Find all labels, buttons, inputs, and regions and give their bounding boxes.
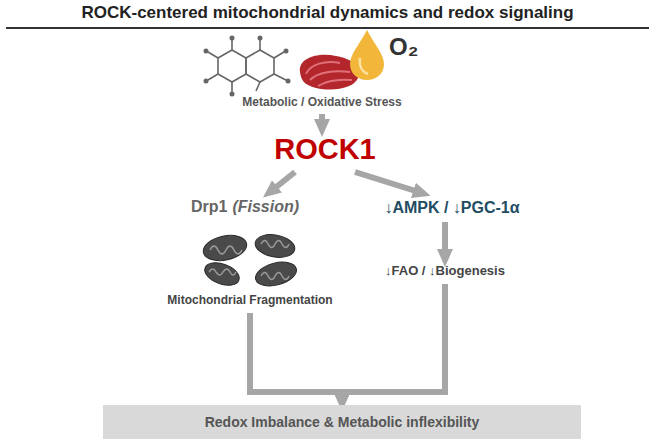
flow-arrow xyxy=(355,172,422,193)
title-rule xyxy=(6,27,649,29)
node-text: ROCK1 xyxy=(274,133,376,165)
node-text: ↓FAO / ↓Biogenesis xyxy=(385,263,505,278)
node-text: Mitochondrial Fragmentation xyxy=(167,293,332,307)
step-text: ROCK1 xyxy=(270,131,380,168)
node-text: Drp1 xyxy=(191,198,227,215)
step-text: ↓AMPK / ↓PGC-1α xyxy=(380,197,523,219)
flow-arrow xyxy=(250,313,342,402)
flow-arrow xyxy=(270,172,295,192)
flow-arrow xyxy=(342,284,445,402)
flow-arrow xyxy=(319,114,325,128)
outcome-box: Redox Imbalance & Metabolic inflexibilit… xyxy=(103,405,581,439)
oxygen-label: O₂ xyxy=(389,33,418,61)
node-text: Redox Imbalance & Metabolic inflexibilit… xyxy=(205,414,480,430)
step-text: ↓FAO / ↓Biogenesis xyxy=(381,261,509,280)
node-text: (Fission) xyxy=(232,198,299,215)
step-text: Drp1 (Fission) xyxy=(187,196,303,218)
diagram-title: ROCK-centered mitochondrial dynamics and… xyxy=(0,3,655,23)
node-text: ↓AMPK / ↓PGC-1α xyxy=(384,199,519,216)
step-text: Mitochondrial Fragmentation xyxy=(163,291,336,309)
flow-arrow xyxy=(442,222,448,258)
node-text: Metabolic / Oxidative Stress xyxy=(242,95,401,109)
step-text: Metabolic / Oxidative Stress xyxy=(238,93,405,111)
